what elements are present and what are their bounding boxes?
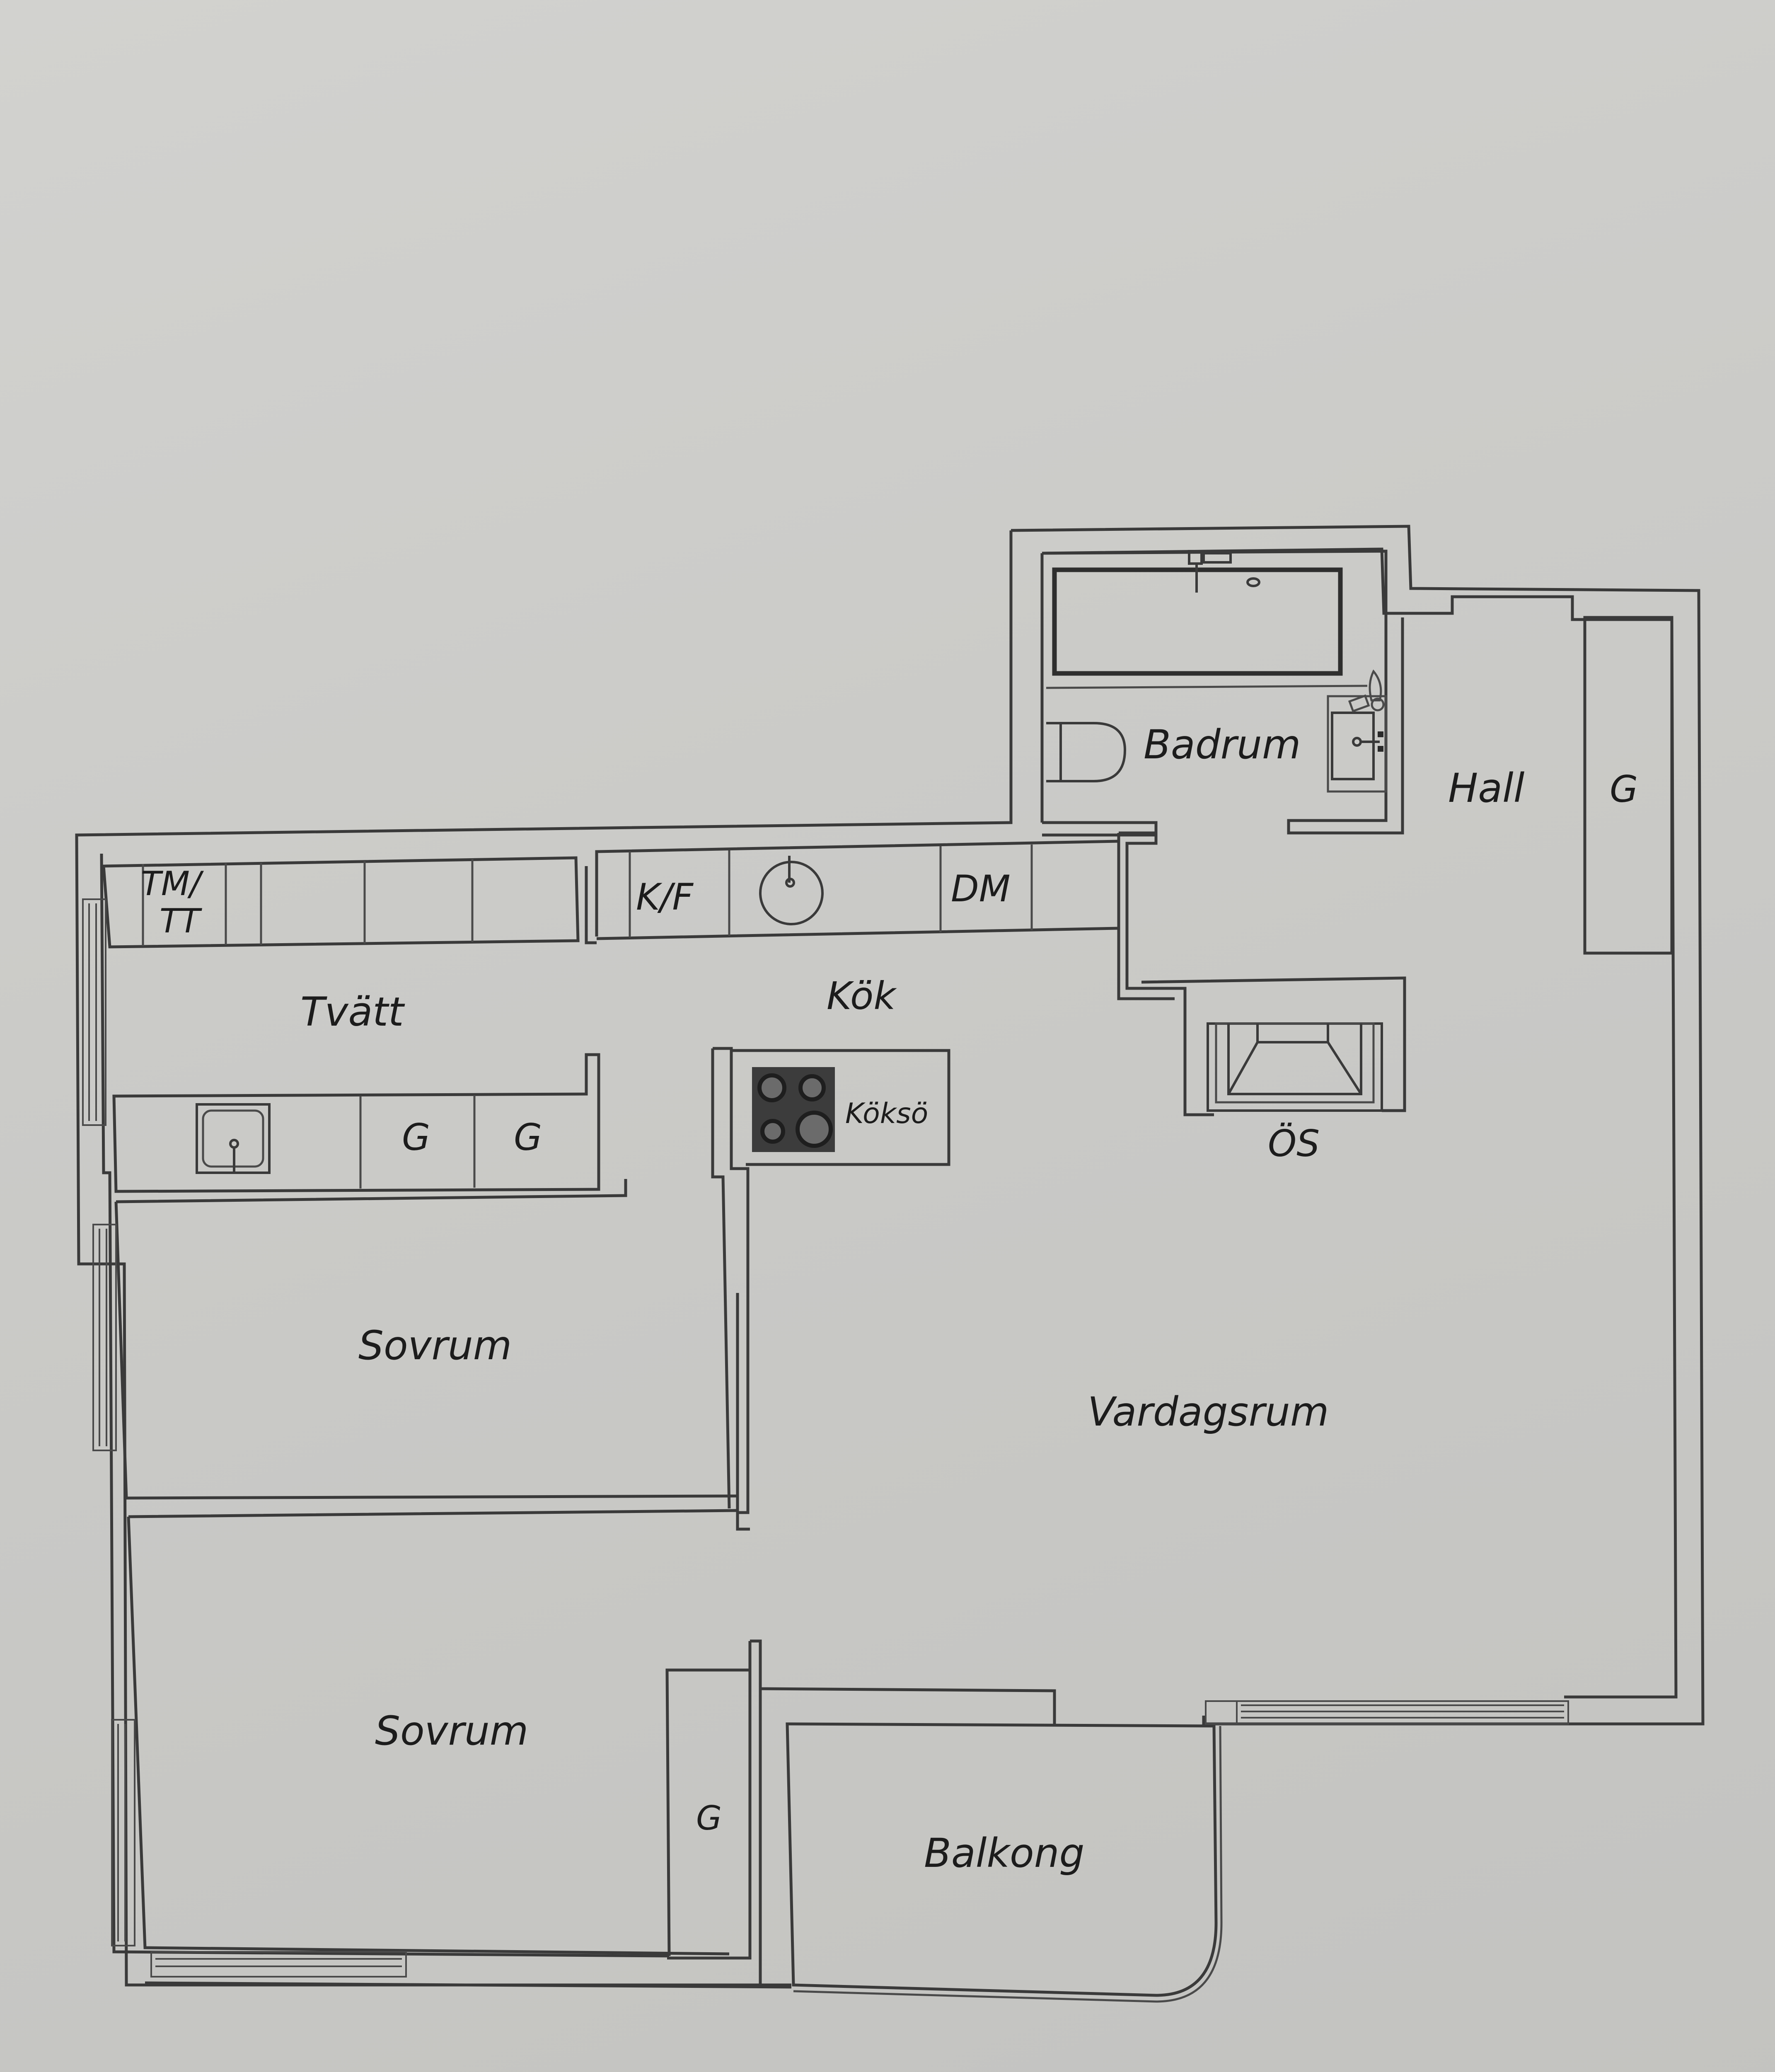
room-labels: Badrum Hall Tvätt Kök Vardagsrum Sovrum … bbox=[300, 721, 1525, 1876]
bath-drain-icon bbox=[1246, 577, 1260, 587]
kitchen bbox=[585, 840, 1120, 1514]
kitchen-sink-icon bbox=[759, 856, 824, 925]
room-label-badrum: Badrum bbox=[1144, 721, 1301, 768]
fixture-label-kf: K/F bbox=[636, 876, 694, 918]
wardrobe-label-tvatt-1: G bbox=[402, 1116, 430, 1159]
bedroom-wardrobe bbox=[665, 1668, 750, 1956]
laundry-window bbox=[82, 898, 106, 1126]
bedroom-1 bbox=[92, 1179, 750, 1531]
fixture-label-dm: DM bbox=[951, 867, 1011, 910]
room-label-kok: Kök bbox=[827, 974, 897, 1018]
living-room-window bbox=[1205, 1700, 1569, 1725]
os-fireplace-icon bbox=[1207, 1022, 1383, 1112]
room-label-tvatt: Tvätt bbox=[300, 989, 405, 1035]
hall-wardrobe bbox=[1583, 616, 1673, 955]
washbasin-icon bbox=[1327, 669, 1387, 793]
utility-sink-icon bbox=[196, 1103, 271, 1174]
room-label-sovrum-1: Sovrum bbox=[358, 1322, 512, 1369]
fixture-label-os: ÖS bbox=[1268, 1122, 1320, 1165]
balcony bbox=[759, 1689, 1223, 2003]
kitchen-island bbox=[713, 1047, 950, 1514]
bedroom-1-window bbox=[92, 1224, 117, 1451]
drain-rail-icon bbox=[1202, 552, 1232, 564]
toilet-icon bbox=[1046, 722, 1127, 782]
laundry bbox=[82, 856, 600, 1193]
fixture-labels: TM/ TT K/F DM Köksö ÖS G G G G bbox=[141, 768, 1638, 1837]
wardrobe-label-tvatt-2: G bbox=[514, 1116, 542, 1159]
room-label-balkong: Balkong bbox=[924, 1830, 1084, 1876]
bedroom-2-window-left bbox=[111, 1719, 135, 1946]
fixture-label-koksö: Köksö bbox=[845, 1097, 928, 1130]
fixture-label-tm: TM/ bbox=[141, 864, 204, 903]
outer-walls bbox=[75, 525, 1705, 1987]
hall bbox=[1117, 616, 1673, 1116]
wardrobe-label-hall: G bbox=[1610, 768, 1638, 811]
bedroom-2 bbox=[111, 1516, 1056, 1989]
room-label-hall: Hall bbox=[1448, 765, 1525, 811]
room-label-vardagsrum: Vardagsrum bbox=[1088, 1389, 1329, 1435]
fixture-label-tt: TT bbox=[160, 902, 203, 940]
room-label-sovrum-2: Sovrum bbox=[375, 1708, 528, 1754]
bathroom bbox=[1042, 549, 1404, 837]
bedroom-2-window-bottom bbox=[150, 1951, 407, 1978]
wardrobe-label-sovrum: G bbox=[696, 1799, 722, 1837]
